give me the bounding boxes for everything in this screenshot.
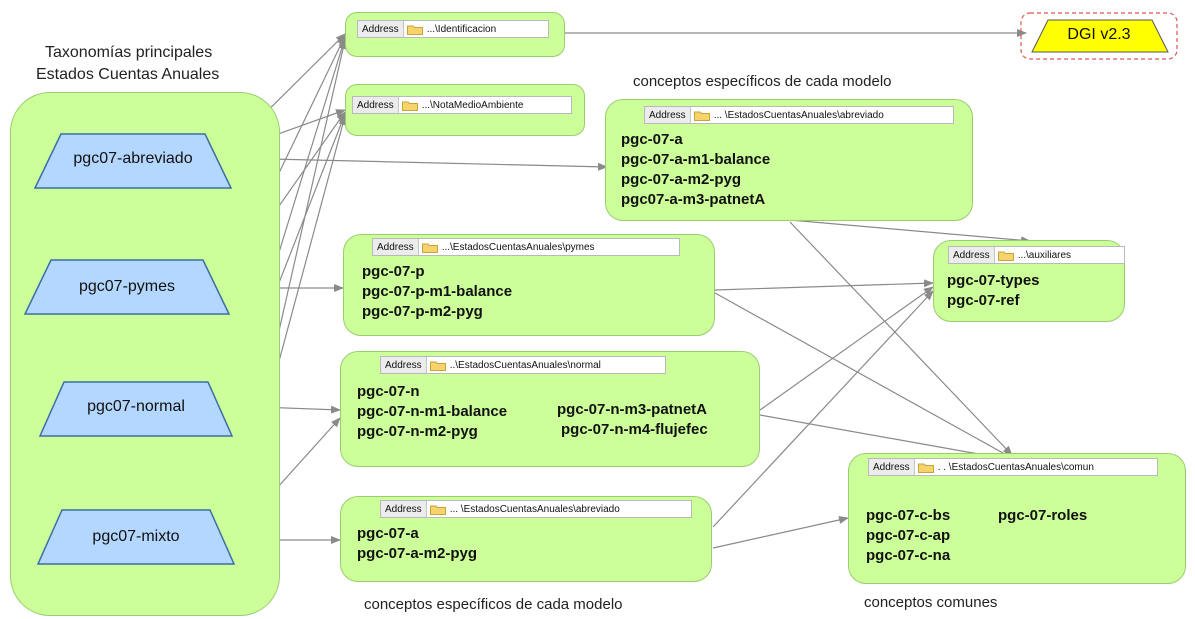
address-label: Address xyxy=(358,21,404,37)
item: pgc-07-a-m2-pyg xyxy=(357,545,478,562)
node-label: pgc07-abreviado xyxy=(73,150,193,167)
folder-icon xyxy=(429,505,446,515)
address-path: ... \EstadosCuentasAnuales\abreviado xyxy=(713,109,884,121)
address-bar-identificacion[interactable]: Address ...\Identificacion xyxy=(357,20,549,38)
node-label: pgc07-mixto xyxy=(92,528,180,545)
mixto-items: pgc-07-a pgc-07-a-m2-pyg xyxy=(357,524,477,564)
item: pgc-07-n xyxy=(357,383,420,400)
item: pgc-07-a xyxy=(357,525,419,542)
address-bar-normal[interactable]: Address ..\EstadosCuentasAnuales\normal xyxy=(380,356,666,374)
address-bar-pymes[interactable]: Address ...\EstadosCuentasAnuales\pymes xyxy=(372,238,680,256)
auxiliares-items: pgc-07-types pgc-07-ref xyxy=(947,271,1040,311)
address-path: ...\auxiliares xyxy=(1017,249,1072,261)
dgi-badge[interactable]: DGI v2.3 xyxy=(1020,12,1178,60)
item: pgc-07-ref xyxy=(947,292,1020,309)
item: pgc-07-a xyxy=(621,131,683,148)
item: pgc-07-a-m1-balance xyxy=(621,151,771,168)
address-path: ... \EstadosCuentasAnuales\abreviado xyxy=(449,503,620,515)
item: pgc-07-c-ap xyxy=(866,527,951,544)
folder-icon xyxy=(693,111,710,121)
dgi-label: DGI v2.3 xyxy=(1067,26,1131,43)
folder-icon xyxy=(401,101,418,111)
address-label: Address xyxy=(353,97,399,113)
folder-icon xyxy=(421,243,438,253)
item: pgc-07-n-m1-balance xyxy=(357,403,508,420)
node-pgc07-abreviado[interactable]: pgc07-abreviado xyxy=(33,133,233,189)
address-bar-mixto[interactable]: Address ... \EstadosCuentasAnuales\abrev… xyxy=(380,500,692,518)
folder-icon xyxy=(429,361,446,371)
address-path: ...\EstadosCuentasAnuales\pymes xyxy=(441,241,595,253)
address-label: Address xyxy=(869,459,915,475)
address-label: Address xyxy=(381,501,427,517)
node-pgc07-normal[interactable]: pgc07-normal xyxy=(38,381,234,437)
address-bar-comun[interactable]: Address . . \EstadosCuentasAnuales\comun xyxy=(868,458,1158,476)
address-label: Address xyxy=(381,357,427,373)
node-pgc07-mixto[interactable]: pgc07-mixto xyxy=(36,509,236,565)
caption-comunes: conceptos comunes xyxy=(864,594,998,611)
address-bar-auxiliares[interactable]: Address ...\auxiliares xyxy=(948,246,1125,264)
node-pgc07-pymes[interactable]: pgc07-pymes xyxy=(23,259,231,315)
item: pgc-07-n-m2-pyg xyxy=(357,423,478,440)
item: pgc-07-c-bs xyxy=(866,507,951,524)
address-path: ...\Identificacion xyxy=(426,23,497,35)
comun-items-left: pgc-07-c-bs pgc-07-c-ap pgc-07-c-na xyxy=(866,506,950,566)
address-bar-nota[interactable]: Address ...\NotaMedioAmbiente xyxy=(352,96,572,114)
normal-items-left: pgc-07-n pgc-07-n-m1-balance pgc-07-n-m2… xyxy=(357,382,507,442)
folder-icon xyxy=(406,25,423,35)
address-bar-abreviado[interactable]: Address ... \EstadosCuentasAnuales\abrev… xyxy=(644,106,954,124)
address-label: Address xyxy=(373,239,419,255)
item: pgc-07-n-m4-flujefec xyxy=(561,421,708,438)
taxonomy-heading-line2: Estados Cuentas Anuales xyxy=(36,66,220,83)
item: pgc-07-c-na xyxy=(866,547,951,564)
comun-items-right: pgc-07-roles xyxy=(998,506,1087,526)
address-path: . . \EstadosCuentasAnuales\comun xyxy=(937,461,1094,473)
item: pgc07-a-m3-patnetA xyxy=(621,191,766,208)
item: pgc-07-a-m2-pyg xyxy=(621,171,742,188)
folder-icon xyxy=(997,251,1014,261)
item: pgc-07-types xyxy=(947,272,1040,289)
caption-top: conceptos específicos de cada modelo xyxy=(633,73,892,90)
pymes-items: pgc-07-p pgc-07-p-m1-balance pgc-07-p-m2… xyxy=(362,262,512,322)
item: pgc-07-p xyxy=(362,263,425,280)
item: pgc-07-roles xyxy=(998,507,1088,524)
address-label: Address xyxy=(949,247,995,263)
item: pgc-07-p-m2-pyg xyxy=(362,303,483,320)
address-label: Address xyxy=(645,107,691,123)
taxonomy-heading-line1: Taxonomías principales xyxy=(45,44,213,61)
item: pgc-07-n-m3-patnetA xyxy=(557,401,708,418)
normal-items-right: pgc-07-n-m3-patnetA pgc-07-n-m4-flujefec xyxy=(557,400,708,440)
folder-icon xyxy=(917,463,934,473)
abreviado-items: pgc-07-a pgc-07-a-m1-balance pgc-07-a-m2… xyxy=(621,130,770,210)
address-path: ..\EstadosCuentasAnuales\normal xyxy=(449,359,601,371)
address-path: ...\NotaMedioAmbiente xyxy=(421,99,524,111)
node-label: pgc07-pymes xyxy=(78,278,176,295)
item: pgc-07-p-m1-balance xyxy=(362,283,513,300)
node-label: pgc07-normal xyxy=(87,398,185,415)
caption-bottom: conceptos específicos de cada modelo xyxy=(364,596,623,613)
